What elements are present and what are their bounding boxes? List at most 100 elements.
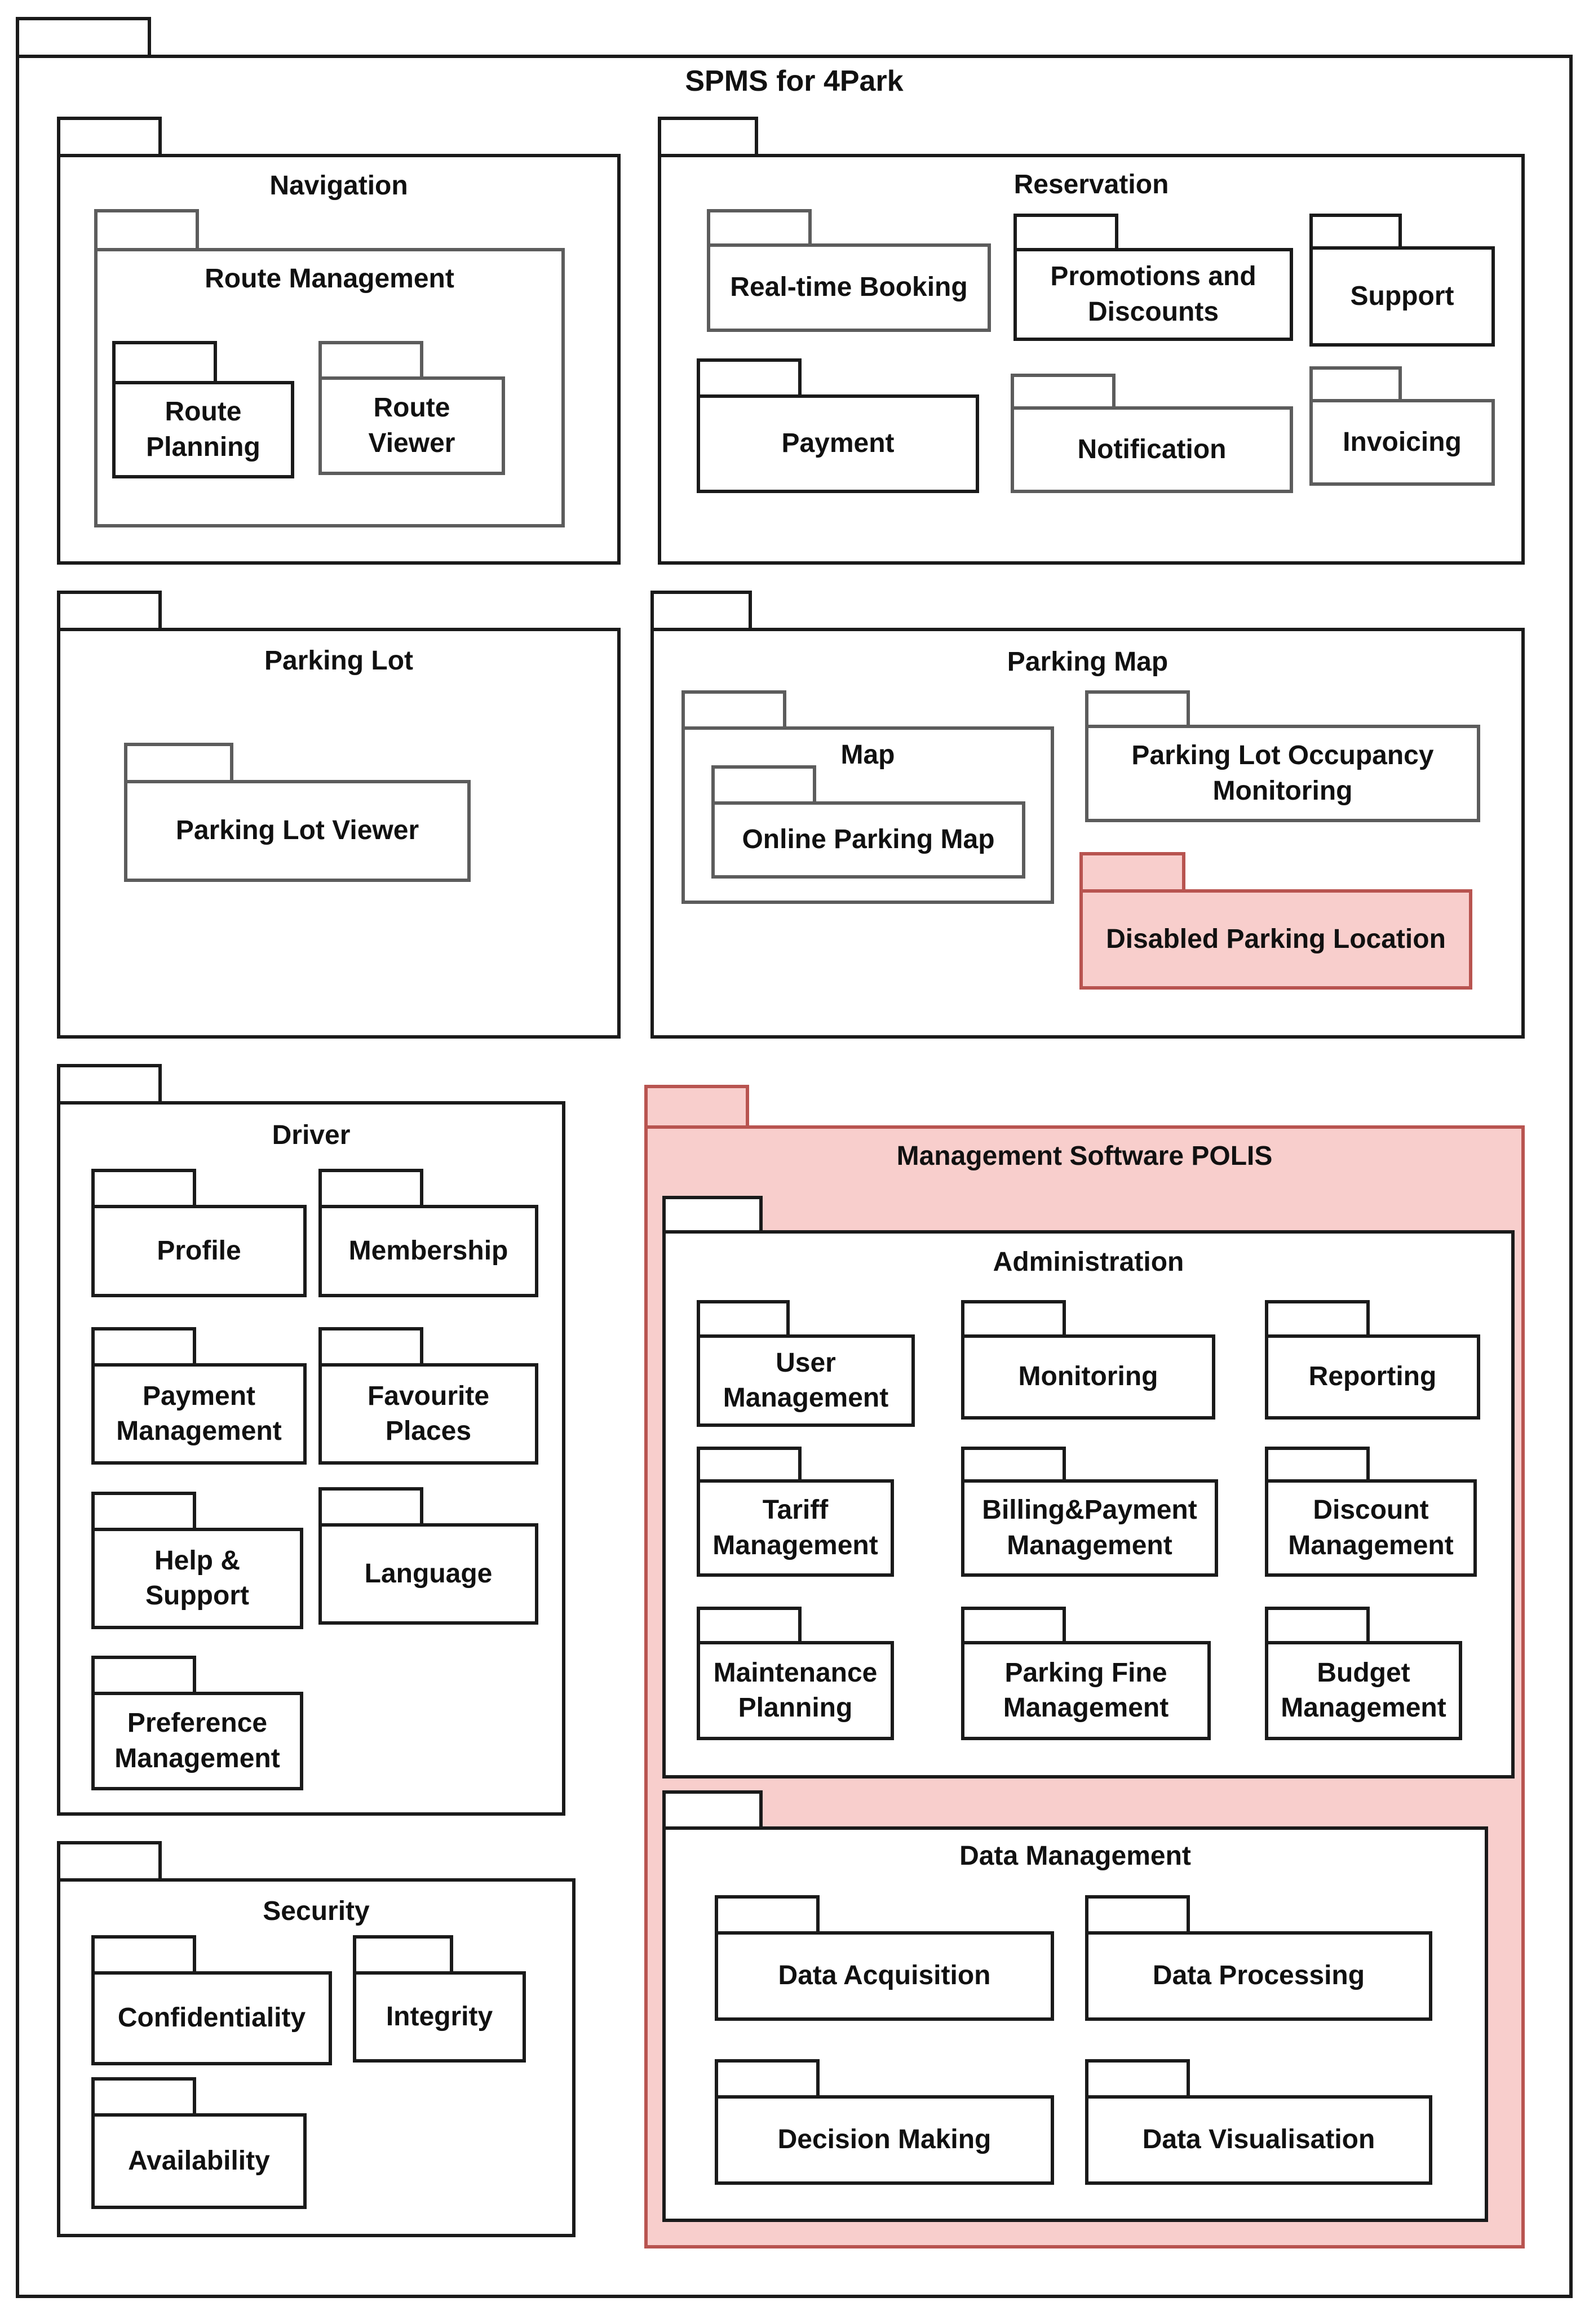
package-tab: [1085, 1895, 1190, 1931]
package-tab: [1079, 852, 1185, 889]
package-tab: [644, 1085, 749, 1125]
package-label: Parking Fine Management: [1003, 1657, 1169, 1723]
package-body: Online Parking Map: [711, 801, 1025, 879]
package-monitoring: Monitoring: [961, 1300, 1215, 1420]
package-label: Administration: [993, 1247, 1184, 1277]
package-tab: [1309, 366, 1402, 399]
package-notification: Notification: [1011, 374, 1293, 493]
package-label: Integrity: [386, 2001, 493, 2032]
package-tab: [353, 1935, 453, 1971]
package-tab: [697, 1607, 802, 1641]
package-label: Route Management: [205, 264, 454, 294]
package-profile: Profile: [91, 1169, 307, 1297]
package-body: Route Viewer: [318, 376, 505, 475]
package-route-viewer: Route Viewer: [318, 341, 505, 475]
package-body: Parking Lot Occupancy Monitoring: [1085, 725, 1480, 822]
package-parking-lot-occupancy-monitoring: Parking Lot Occupancy Monitoring: [1085, 690, 1480, 822]
package-disabled-parking-location: Disabled Parking Location: [1079, 852, 1472, 990]
package-body: Data Acquisition: [715, 1931, 1054, 2021]
package-tab: [961, 1447, 1066, 1479]
package-route-planning: Route Planning: [112, 341, 294, 478]
package-label: Reservation: [1013, 170, 1169, 199]
package-body: Maintenance Planning: [697, 1641, 894, 1740]
package-tab: [715, 2059, 820, 2095]
package-label: Route Viewer: [368, 393, 455, 458]
package-tab: [57, 591, 162, 628]
package-label: Data Acquisition: [778, 1961, 991, 1991]
package-integrity: Integrity: [353, 1935, 526, 2063]
package-body: Promotions and Discounts: [1013, 248, 1293, 341]
package-label: Data Visualisation: [1142, 2125, 1375, 2155]
package-label: Data Processing: [1152, 1961, 1365, 1991]
package-body: Parking Lot Viewer: [124, 780, 471, 882]
package-body: Data Visualisation: [1085, 2095, 1432, 2185]
package-tab: [1013, 214, 1118, 248]
package-label: Map: [840, 740, 895, 770]
package-label: Language: [364, 1558, 493, 1589]
package-tab: [318, 1169, 423, 1205]
package-body: Help & Support: [91, 1528, 303, 1629]
package-tab: [318, 341, 423, 376]
package-body: Disabled Parking Location: [1079, 889, 1472, 990]
package-label: Tariff Management: [712, 1495, 878, 1560]
package-data-visualisation: Data Visualisation: [1085, 2059, 1432, 2185]
package-body: Membership: [318, 1205, 538, 1297]
package-tab: [697, 358, 802, 394]
package-body: Reporting: [1265, 1334, 1480, 1420]
package-label: Monitoring: [1018, 1361, 1158, 1392]
package-tab: [650, 591, 752, 628]
package-body: Notification: [1011, 406, 1293, 493]
package-parking-fine-management: Parking Fine Management: [961, 1607, 1211, 1740]
package-tab: [124, 743, 233, 780]
package-body: Data Processing: [1085, 1931, 1432, 2021]
package-body: Decision Making: [715, 2095, 1054, 2185]
package-tab: [91, 2077, 196, 2113]
package-body: Monitoring: [961, 1334, 1215, 1420]
package-tab: [1265, 1447, 1370, 1479]
package-body: Integrity: [353, 1971, 526, 2063]
package-tab: [662, 1790, 763, 1826]
package-tab: [1265, 1607, 1370, 1641]
package-body: Profile: [91, 1205, 307, 1297]
package-tab: [94, 209, 199, 248]
package-tab: [91, 1935, 196, 1971]
package-tab: [697, 1300, 790, 1334]
package-tab: [318, 1487, 423, 1523]
package-tab: [1309, 214, 1402, 246]
package-tab: [961, 1300, 1066, 1334]
package-label: User Management: [723, 1347, 889, 1413]
package-online-parking-map: Online Parking Map: [711, 765, 1025, 879]
package-tab: [57, 117, 162, 154]
package-tab: [681, 690, 786, 726]
package-body: Invoicing: [1309, 399, 1495, 486]
package-body: Language: [318, 1523, 538, 1625]
package-tab: [662, 1196, 763, 1230]
package-tab: [1085, 690, 1190, 725]
package-body: Discount Management: [1265, 1479, 1477, 1577]
package-tab: [112, 341, 217, 381]
page-title: SPMS for 4Park: [685, 65, 904, 97]
package-support: Support: [1309, 214, 1495, 347]
package-label: Budget Management: [1281, 1657, 1446, 1723]
package-payment: Payment: [697, 358, 979, 493]
package-language: Language: [318, 1487, 538, 1625]
package-favourite-places: Favourite Places: [318, 1327, 538, 1465]
package-body: Preference Management: [91, 1692, 303, 1790]
package-label: Parking Lot Occupancy Monitoring: [1131, 740, 1434, 806]
package-billing-payment-management: Billing&Payment Management: [961, 1447, 1218, 1577]
package-label: Data Management: [959, 1841, 1191, 1871]
package-tab: [715, 1895, 820, 1931]
package-confidentiality: Confidentiality: [91, 1935, 332, 2065]
package-tab: [1265, 1300, 1370, 1334]
package-body: Favourite Places: [318, 1363, 538, 1465]
package-promotions-and-discounts: Promotions and Discounts: [1013, 214, 1293, 341]
package-label: Parking Lot Viewer: [175, 815, 419, 846]
package-body: Payment Management: [91, 1363, 307, 1465]
package-tab: [707, 209, 812, 243]
package-discount-management: Discount Management: [1265, 1447, 1477, 1577]
package-maintenance-planning: Maintenance Planning: [697, 1607, 894, 1740]
package-label: Payment: [781, 428, 895, 459]
package-label: Help & Support: [145, 1545, 249, 1611]
package-tab: [711, 765, 816, 801]
